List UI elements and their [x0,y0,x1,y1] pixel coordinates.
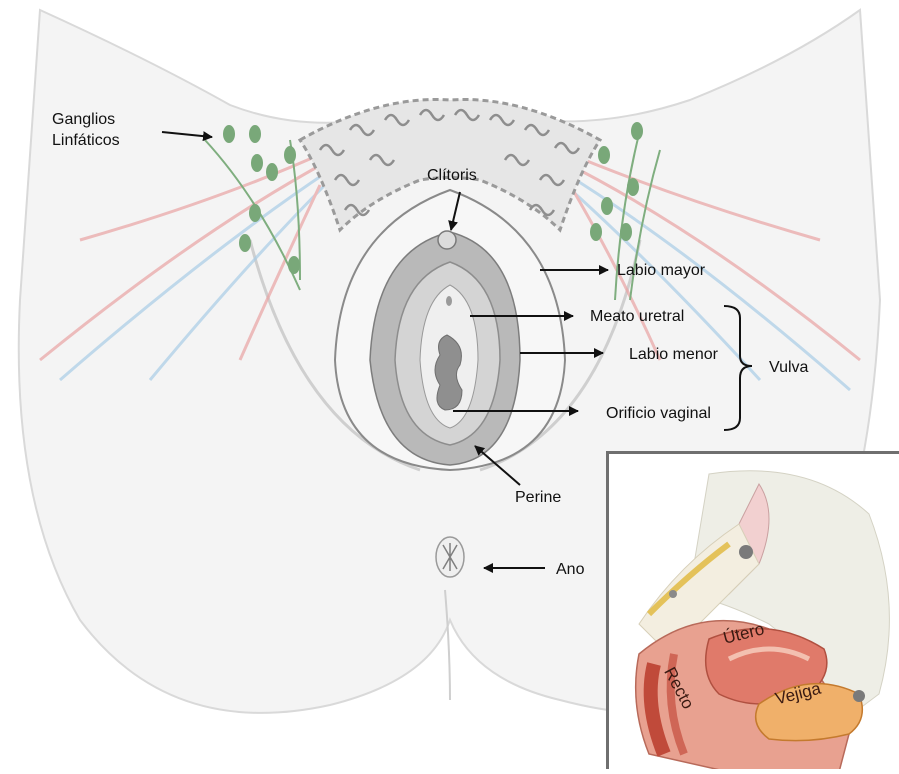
label-meato-uretral: Meato uretral [590,307,684,326]
label-ano: Ano [556,560,584,579]
urethral-meatus-shape [446,296,452,306]
label-orificio-vaginal: Orificio vaginal [606,404,711,423]
label-perine: Perine [515,488,561,507]
label-vulva: Vulva [769,358,808,377]
label-clitoris: Clítoris [427,166,477,185]
label-ganglios-line2: Linfáticos [52,131,120,150]
label-labio-mayor: Labio mayor [617,261,705,280]
clitoris-shape [438,231,456,249]
pelvis-model [609,454,899,769]
label-labio-menor: Labio menor [629,345,718,364]
label-ganglios-line1: Ganglios [52,110,115,129]
pelvis-inset: Útero Recto Vejiga [606,451,899,769]
